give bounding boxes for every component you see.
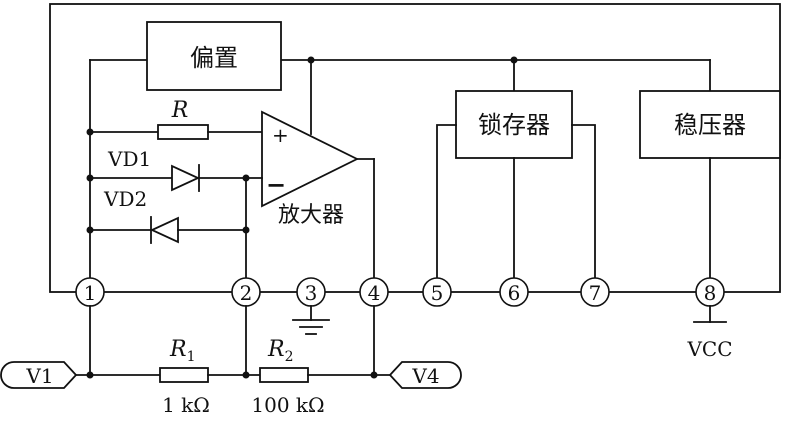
resistor-r1-label: R1 xyxy=(169,337,196,365)
pin-6: 6 xyxy=(499,277,529,307)
amp-plus-sign: + xyxy=(272,123,289,147)
ground-icon xyxy=(292,305,330,335)
svg-text:5: 5 xyxy=(431,281,444,305)
latch-pin7-wire xyxy=(571,124,596,279)
regulator-block xyxy=(639,90,781,159)
pin-1: 1 xyxy=(75,277,105,307)
junction-dot xyxy=(307,56,315,64)
latch-pin5-wire xyxy=(436,124,457,279)
bias-label: 偏置 xyxy=(190,44,238,72)
terminal-v4-label: V4 xyxy=(411,364,439,388)
diode-vd1 xyxy=(171,164,201,192)
svg-text:1: 1 xyxy=(84,281,97,305)
diode-vd2 xyxy=(149,216,179,244)
resistor-r xyxy=(157,124,209,140)
resistor-r1-value: 1 kΩ xyxy=(162,393,210,417)
pin-3: 3 xyxy=(296,277,326,307)
resistor-r-label: R xyxy=(171,98,189,123)
pin-8: 8 xyxy=(695,277,725,307)
diode-vd1-label: VD1 xyxy=(107,147,151,171)
amplifier-triangle xyxy=(261,110,360,208)
junction-dot xyxy=(86,128,94,136)
svg-text:2: 2 xyxy=(240,281,253,305)
svg-text:8: 8 xyxy=(704,281,717,305)
resistor-r2-label: R2 xyxy=(267,337,294,365)
svg-text:3: 3 xyxy=(305,281,318,305)
junction-dot xyxy=(86,371,94,379)
terminal-v1 xyxy=(0,361,78,389)
resistor-r2 xyxy=(259,367,309,383)
pin-4: 4 xyxy=(359,277,389,307)
pin-2: 2 xyxy=(231,277,261,307)
junction-dot xyxy=(86,174,94,182)
latch-label: 锁存器 xyxy=(478,111,550,139)
bias-block xyxy=(146,21,282,91)
terminal-v1-label: V1 xyxy=(25,364,53,388)
svg-text:6: 6 xyxy=(508,281,521,305)
pin-7: 7 xyxy=(580,277,610,307)
diode-vd2-label: VD2 xyxy=(103,187,147,211)
amplifier-label: 放大器 xyxy=(278,203,344,228)
junction-dot xyxy=(242,371,250,379)
resistor-r2-value: 100 kΩ xyxy=(251,393,324,417)
resistor-r1 xyxy=(159,367,209,383)
junction-dot xyxy=(242,226,250,234)
regulator-label: 稳压器 xyxy=(674,111,746,139)
junction-dot xyxy=(242,174,250,182)
vcc-label: VCC xyxy=(686,337,732,361)
junction-dot xyxy=(86,226,94,234)
pin-5: 5 xyxy=(422,277,452,307)
svg-text:4: 4 xyxy=(368,281,381,305)
terminal-v4 xyxy=(388,361,462,389)
svg-text:7: 7 xyxy=(589,281,602,305)
junction-dot xyxy=(370,371,378,379)
amp-minus-sign: − xyxy=(266,170,286,199)
